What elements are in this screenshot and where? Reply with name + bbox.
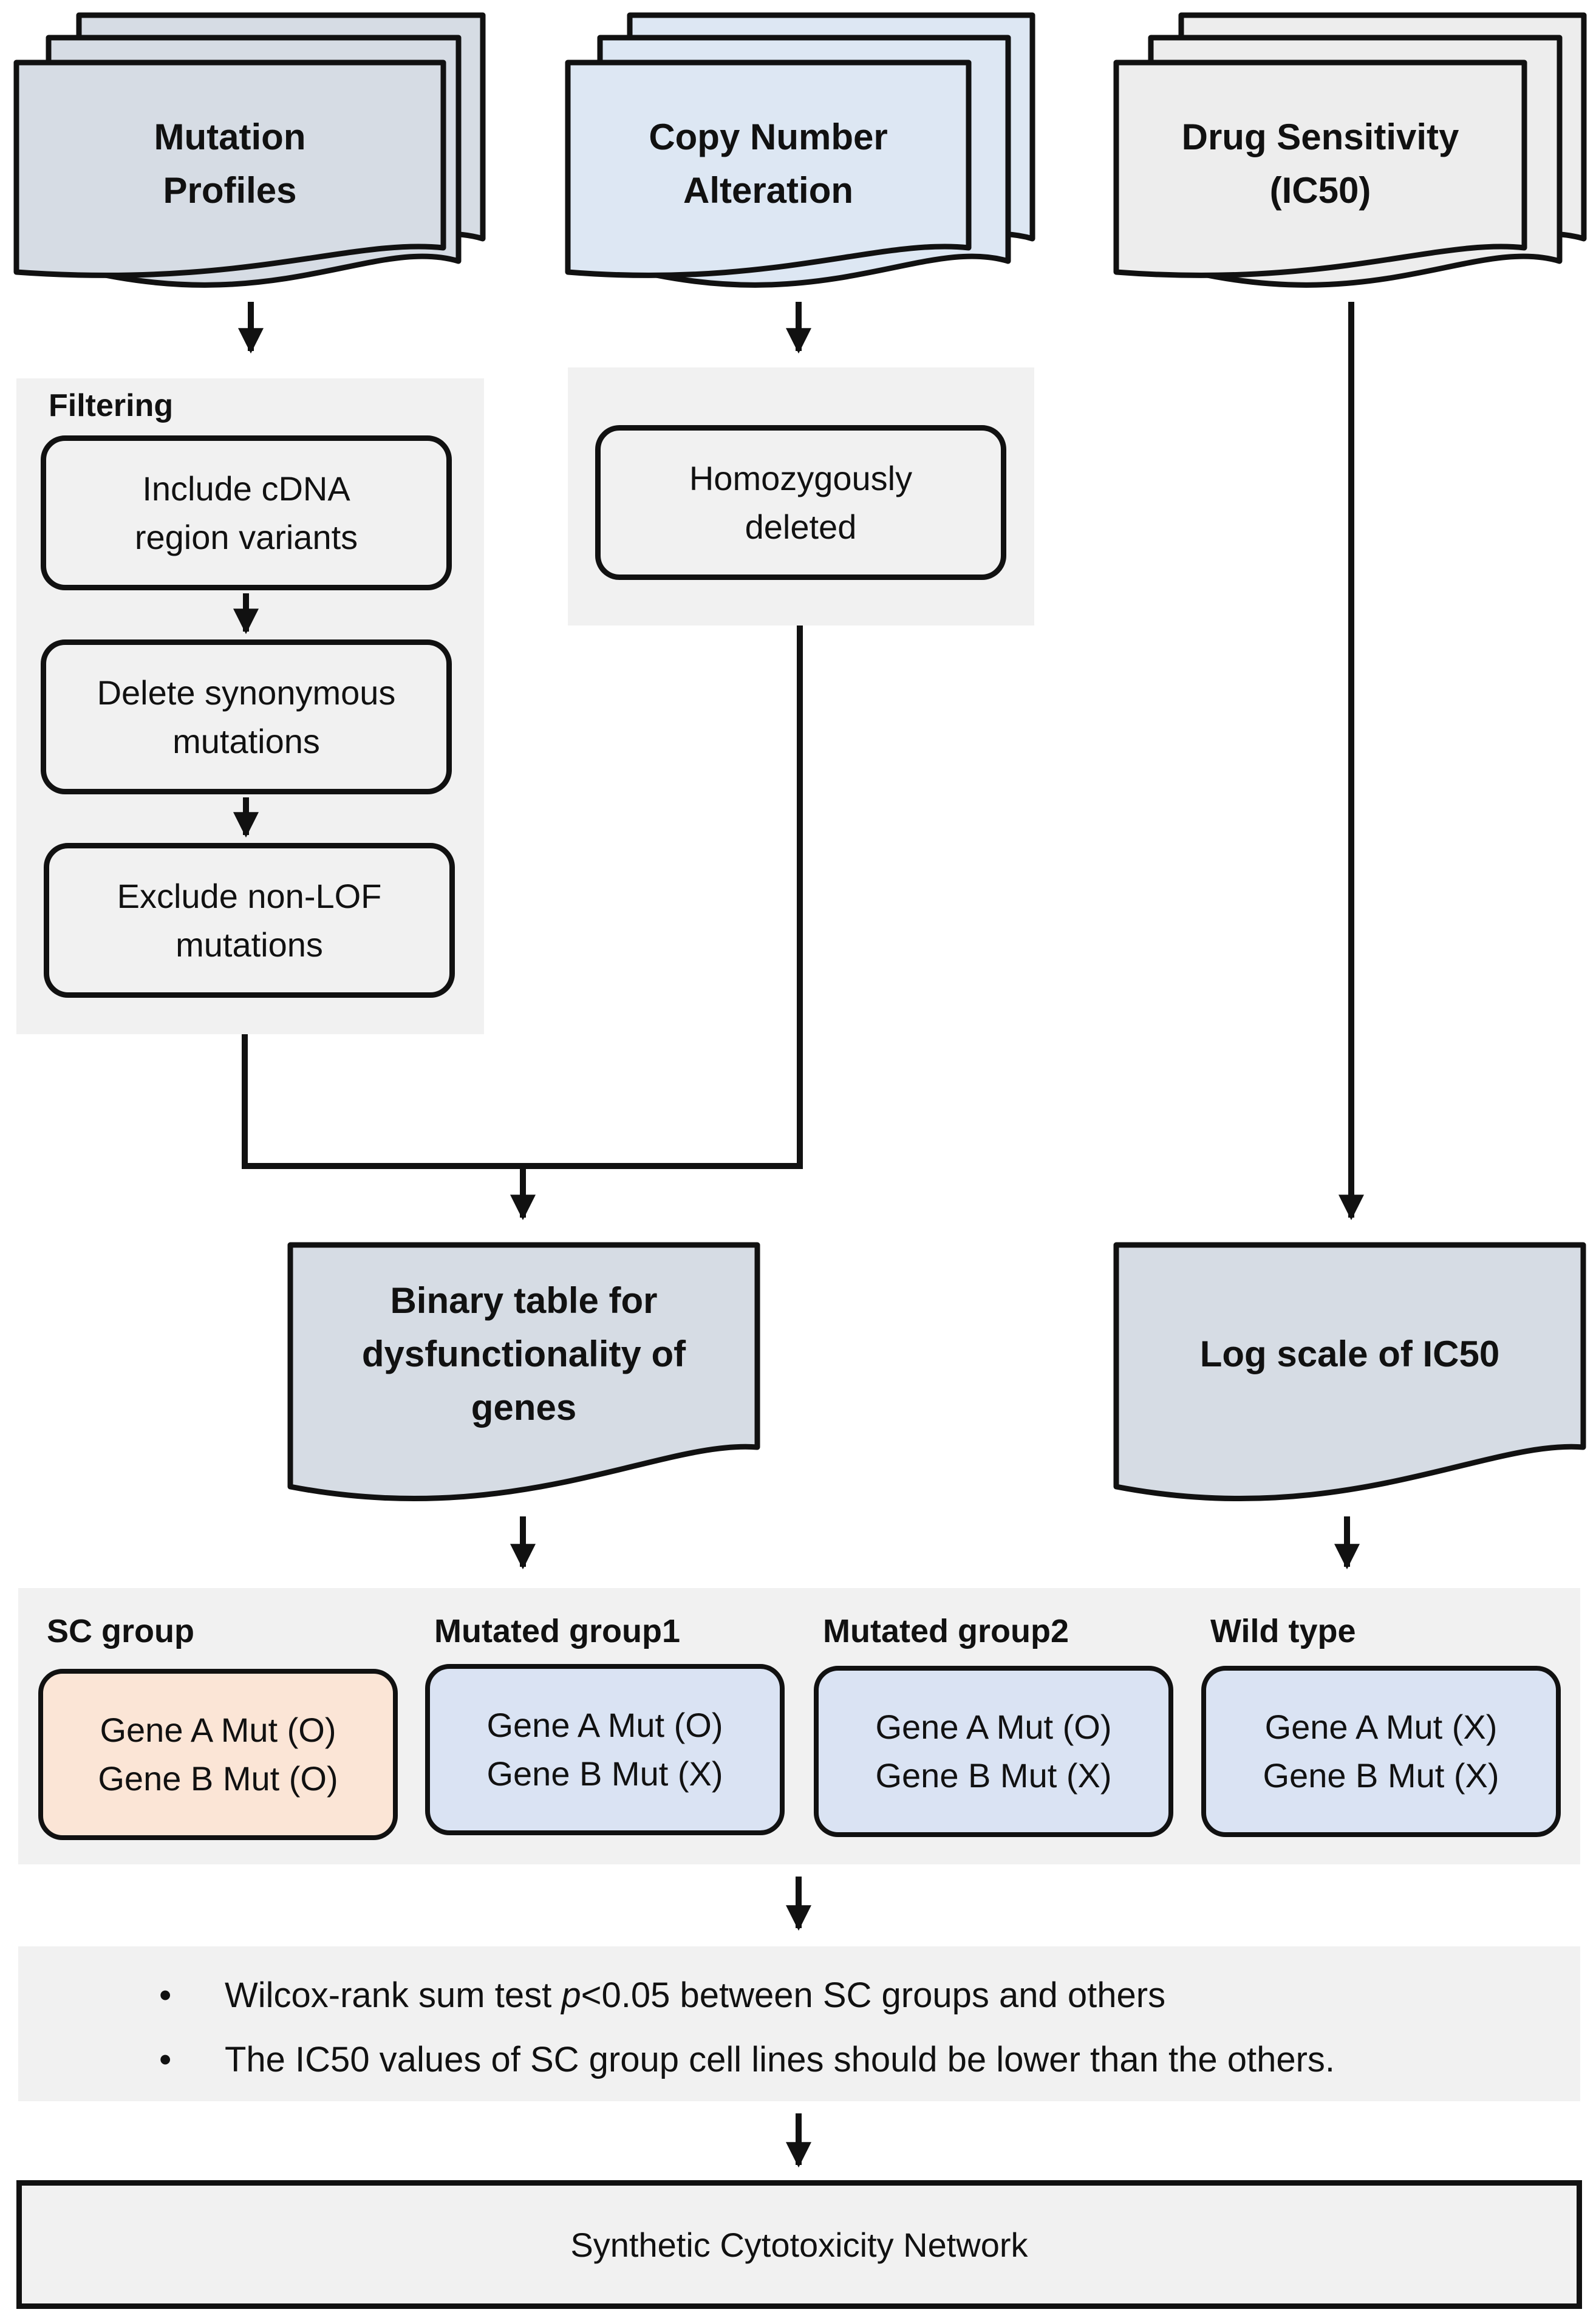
log-scale-title: Log scale of IC50 <box>1199 1334 1500 1374</box>
group-box-sc: Gene A Mut (O) Gene B Mut (O) <box>38 1669 398 1840</box>
drug-sensitivity-title: Drug Sensitivity (IC50) <box>1181 117 1459 211</box>
filtering-label: Filtering <box>49 388 174 423</box>
group-label-sc: SC group <box>47 1613 194 1649</box>
criterion-ic50-lower: The IC50 values of SC group cell lines s… <box>159 2028 1335 2092</box>
filter-step-exclude-non-lof: Exclude non-LOF mutations <box>44 843 455 998</box>
group-label-wild-type: Wild type <box>1210 1613 1356 1649</box>
group-label-mutated-2: Mutated group2 <box>823 1613 1069 1649</box>
cna-step-homozygously-deleted: Homozygously deleted <box>595 425 1006 580</box>
group-box-mutated-2: Gene A Mut (O) Gene B Mut (X) <box>814 1666 1173 1837</box>
criterion-wilcox: Wilcox-rank sum test p<0.05 between SC g… <box>159 1963 1335 2028</box>
filter-step-include-cdna: Include cDNA region variants <box>41 435 452 590</box>
copy-number-title: Copy Number Alteration <box>649 117 888 211</box>
copy-number-doc <box>565 12 1035 288</box>
binary-table-title: Binary table for dysfunctionality of gen… <box>361 1280 686 1428</box>
mutation-profiles-title: Mutation Profiles <box>154 117 306 211</box>
criteria-list: Wilcox-rank sum test p<0.05 between SC g… <box>159 1963 1335 2092</box>
binary-table-doc <box>287 1242 760 1502</box>
synthetic-cytotoxicity-network-box: Synthetic Cytotoxicity Network <box>16 2180 1582 2309</box>
group-label-mutated-1: Mutated group1 <box>434 1613 680 1649</box>
group-box-mutated-1: Gene A Mut (O) Gene B Mut (X) <box>425 1664 785 1835</box>
group-box-wild-type: Gene A Mut (X) Gene B Mut (X) <box>1201 1666 1561 1837</box>
mutation-profiles-doc <box>13 12 486 288</box>
log-scale-doc <box>1113 1242 1586 1502</box>
filter-step-delete-synonymous: Delete synonymous mutations <box>41 639 452 794</box>
drug-sensitivity-doc <box>1113 12 1587 288</box>
